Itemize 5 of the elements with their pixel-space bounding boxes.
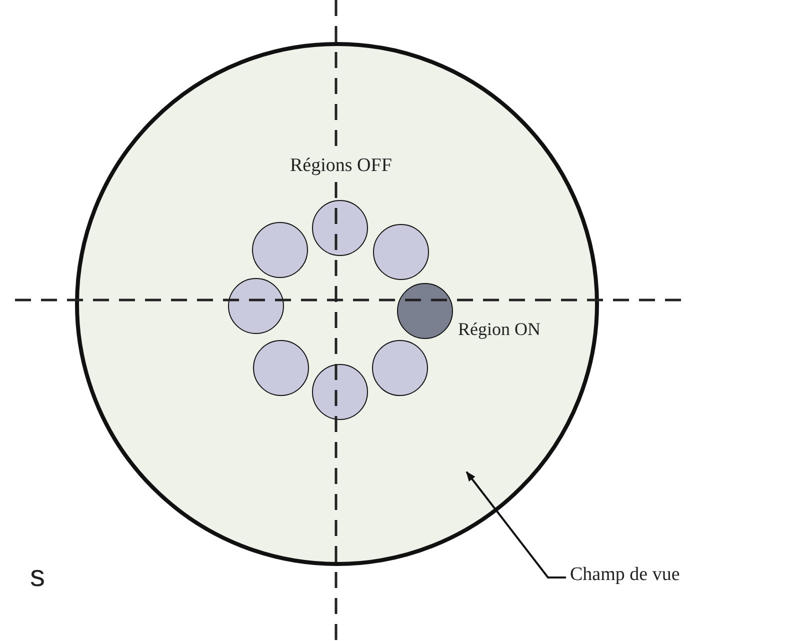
text-fragment: s (30, 560, 45, 593)
region-label: Régions OFF (288, 156, 394, 177)
region-label: Région ON (456, 320, 542, 340)
field-of-view-label: Champ de vue (570, 565, 680, 586)
leader-arrow (466, 471, 566, 578)
